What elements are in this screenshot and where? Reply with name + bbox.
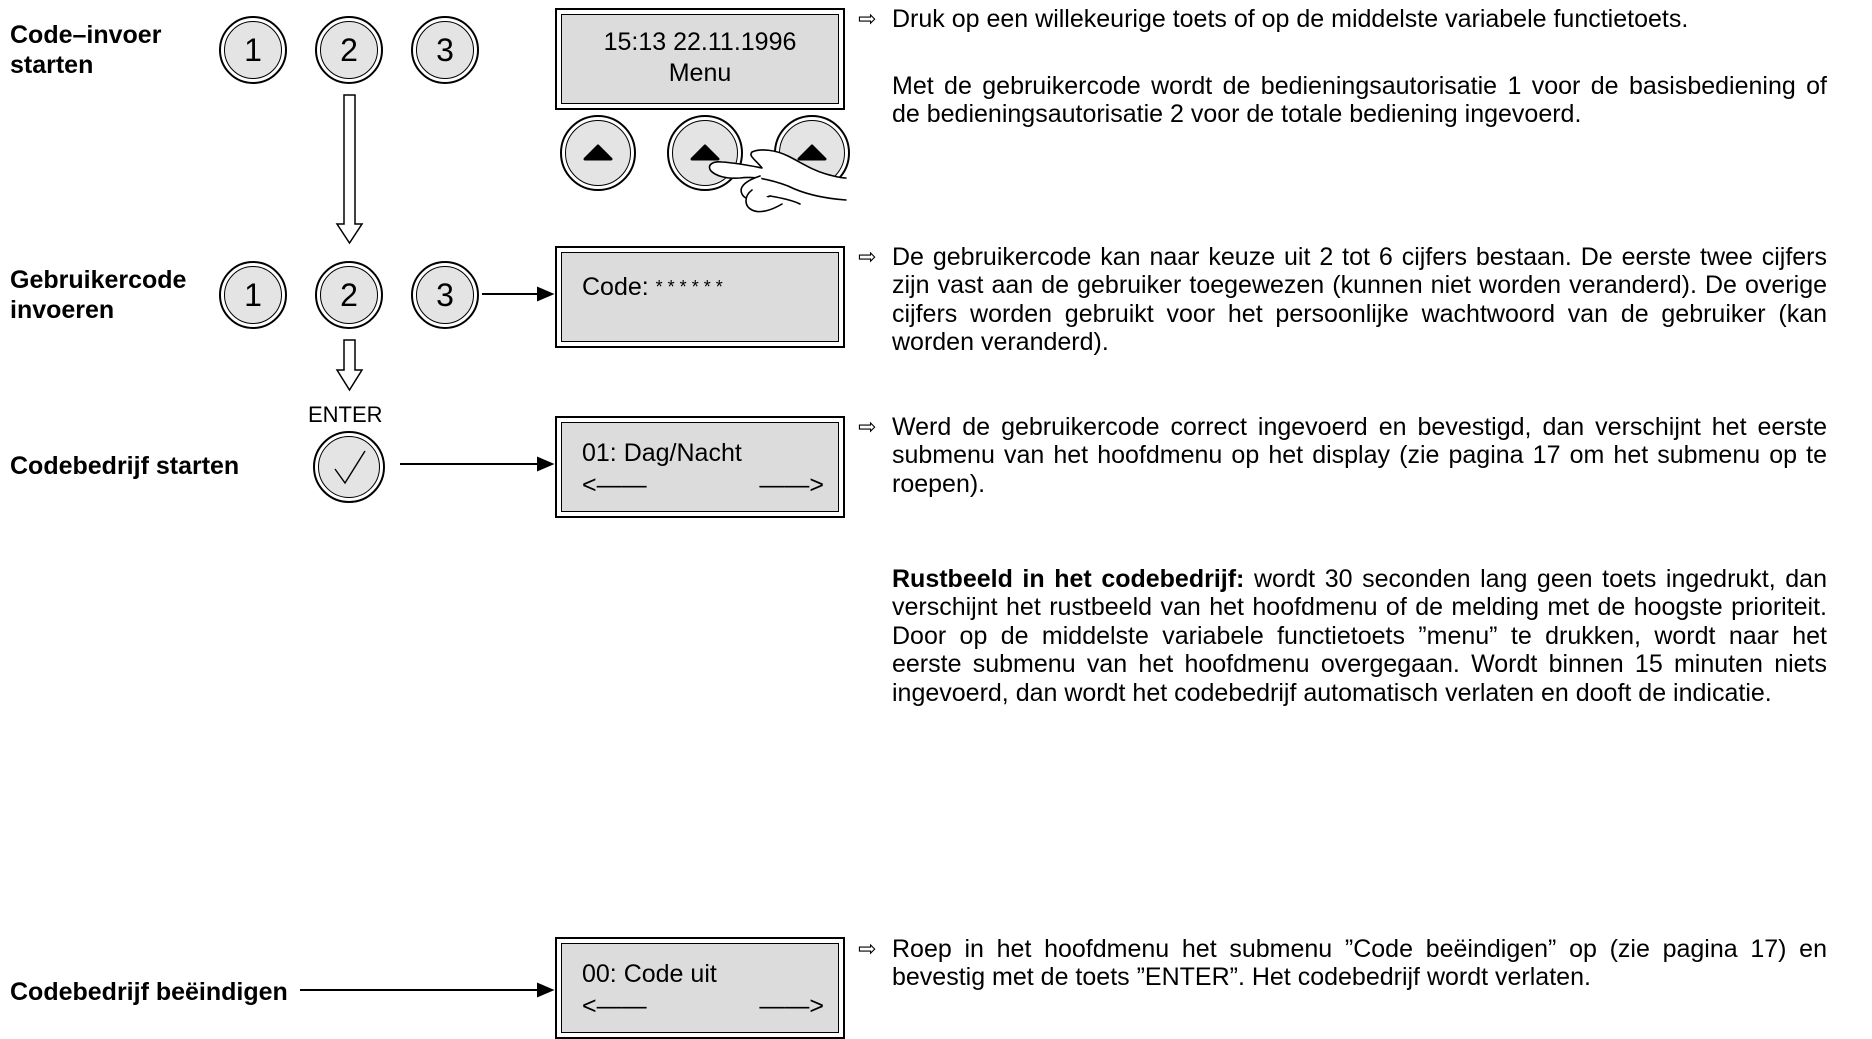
display-menu-label: Menu: [668, 59, 732, 87]
key-2-label: 2: [320, 266, 378, 324]
display-code-off-right: ——>: [759, 992, 824, 1020]
display-time-menu: 15:13 22.11.1996 Menu: [555, 8, 845, 110]
display-submenu-title: 01: Dag/Nacht: [582, 439, 742, 467]
chevron-up-icon: [565, 120, 631, 186]
key-1[interactable]: 1: [219, 261, 287, 329]
arrow-icon: ⇨: [858, 6, 877, 31]
enter-key[interactable]: [313, 431, 385, 503]
display-code-prefix: Code:: [582, 273, 649, 301]
key-2[interactable]: 2: [315, 261, 383, 329]
display-code-off-title: 00: Code uit: [582, 960, 717, 988]
paragraph-code-confirmed: Werd de gebruikercode correct ingevoerd …: [892, 413, 1827, 498]
idle-screen-heading: Rustbeeld in het codebedrijf:: [892, 565, 1245, 593]
right-arrow-code: [482, 286, 555, 302]
arrow-icon: ⇨: [858, 936, 877, 961]
key-3-top-label: 3: [416, 21, 474, 79]
down-arrow-long: [335, 94, 364, 245]
label-start-mode: Codebedrijf starten: [10, 452, 240, 480]
key-1-top-label: 1: [224, 21, 282, 79]
label-code-start: Code–invoer starten: [10, 20, 161, 80]
display-code-off-left: <——: [582, 992, 647, 1020]
key-3-label: 3: [416, 266, 474, 324]
enter-key-label: ENTER: [308, 402, 383, 427]
paragraph-end-code: Roep in het hoofdmenu het submenu ”Code …: [892, 935, 1827, 992]
paragraph-idle-screen: Rustbeeld in het codebedrijf: wordt 30 s…: [892, 565, 1827, 707]
arrow-icon: ⇨: [858, 414, 877, 439]
idle-screen-body: wordt 30 seconden lang geen toets ingedr…: [892, 565, 1827, 707]
label-enter-code-line1: Gebruikercode: [10, 266, 187, 294]
display-time-date: 15:13 22.11.1996: [603, 28, 797, 56]
pointing-hand-icon: [708, 149, 847, 213]
label-end-mode: Codebedrijf beëindigen: [10, 978, 288, 1006]
label-code-start-line2: starten: [10, 51, 94, 79]
check-icon: [318, 436, 380, 498]
key-2-top-label: 2: [320, 21, 378, 79]
softkey-left[interactable]: [560, 115, 636, 191]
paragraph-press-key: Druk op een willekeurige toets of op de …: [892, 5, 1689, 33]
key-3[interactable]: 3: [411, 261, 479, 329]
paragraph-user-code: De gebruikercode kan naar keuze uit 2 to…: [892, 243, 1827, 357]
arrow-icon: ⇨: [858, 244, 877, 269]
display-code-entry: Code: * * * * * *: [555, 246, 845, 348]
label-enter-code: Gebruikercode invoeren: [10, 265, 186, 325]
key-2-top[interactable]: 2: [315, 16, 383, 84]
display-code-label: Code: * * * * * *: [582, 273, 723, 303]
label-code-start-line1: Code–invoer: [10, 21, 162, 49]
display-submenu-daynight: 01: Dag/Nacht <—— ——>: [555, 416, 845, 518]
display-code-mask: * * * * * *: [655, 277, 723, 297]
key-1-top[interactable]: 1: [219, 16, 287, 84]
label-enter-code-line2: invoeren: [10, 296, 115, 324]
softkey-middle[interactable]: [667, 115, 743, 191]
key-3-top[interactable]: 3: [411, 16, 479, 84]
down-arrow-short: [335, 339, 364, 392]
display-nav-left: <——: [582, 471, 647, 499]
paragraph-authorization: Met de gebruikercode wordt de bedienings…: [892, 72, 1827, 129]
key-1-label: 1: [224, 266, 282, 324]
display-nav-right: ——>: [759, 471, 824, 499]
right-arrow-end: [300, 982, 555, 998]
right-arrow-enter: [400, 456, 555, 472]
